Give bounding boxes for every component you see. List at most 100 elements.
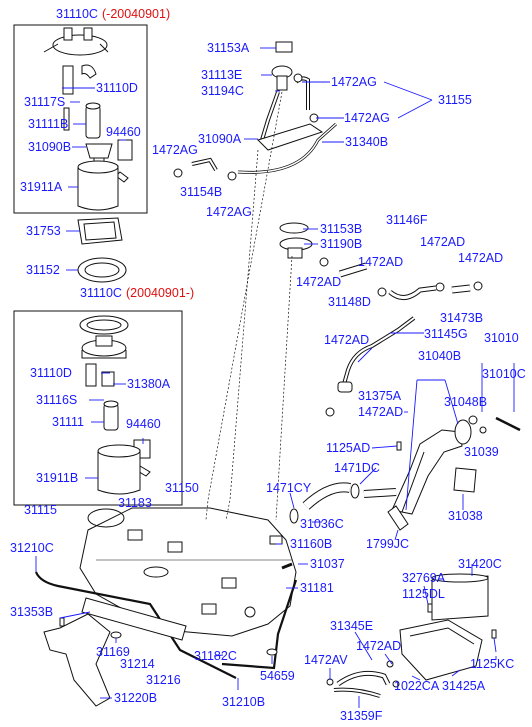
rollover-valve-icon [271,65,293,91]
part-label-31153a[interactable]: 31153A [207,41,250,55]
part-label-94460-1[interactable]: 94460 [106,125,141,139]
part-label-31911a[interactable]: 31911A [20,180,63,194]
part-label-1125kc[interactable]: 1125KC [470,657,514,671]
part-label-31038[interactable]: 31038 [448,509,483,523]
part-label-1472ad-2[interactable]: 1472AD [420,235,465,249]
part-label-31375a[interactable]: 31375A [358,389,402,403]
part-label-31380a[interactable]: 31380A [127,377,171,391]
part-label-31359f[interactable]: 31359F [340,709,383,723]
part-label-1472ag-4[interactable]: 1472AG [206,205,252,219]
part-label-31220b[interactable]: 31220B [114,691,157,705]
pressure-regulator-icon [85,363,115,387]
lock-ring-icon [77,257,127,283]
part-label-31340b[interactable]: 31340B [345,135,388,149]
fuel-tank-icon [79,507,297,637]
part-label-31110c-pre-a[interactable]: 31110C [56,7,98,21]
part-label-31145g[interactable]: 31145G [424,327,468,341]
hose-clamp-small-3-icon [326,660,400,688]
part-label-31210c[interactable]: 31210C [10,541,54,555]
part-label-1472ad-4[interactable]: 1472AD [358,255,403,269]
part-label-31113e[interactable]: 31113E [201,68,242,82]
part-label-31110c-pre-b[interactable]: (-20040901) [102,7,170,21]
part-label-31110c-post-a[interactable]: 31110C [80,286,122,300]
part-label-1125ad[interactable]: 1125AD [326,441,370,455]
part-label-31353b[interactable]: 31353B [10,605,53,619]
part-label-31154b[interactable]: 31154B [180,185,222,199]
part-label-31037[interactable]: 31037 [310,557,345,571]
part-label-31345e[interactable]: 31345E [330,619,373,633]
breather-tube-icon [495,416,521,432]
part-label-31155[interactable]: 31155 [438,93,472,107]
straight-hose-icon [451,284,471,294]
canister-bracket-icon [257,123,324,151]
part-label-1022ca[interactable]: 1022CA [394,679,440,693]
part-label-31753[interactable]: 31753 [26,224,61,238]
part-label-31146f[interactable]: 31146F [386,213,428,227]
part-label-31110c-post-b[interactable]: (20040901-) [126,286,194,300]
part-label-1472ad-5[interactable]: 1472AD [324,333,369,347]
vapor-tube-long-icon [342,316,416,385]
part-label-31153b[interactable]: 31153B [320,222,362,236]
part-label-31115[interactable]: 31115 [24,503,57,517]
part-label-31048b[interactable]: 31048B [444,395,487,409]
part-label-31090a[interactable]: 31090A [198,132,242,146]
part-label-31040b[interactable]: 31040B [418,349,461,363]
part-label-31425a[interactable]: 31425A [442,679,486,693]
part-label-31214[interactable]: 31214 [120,657,155,671]
fuel-pump-bracket-icon [62,64,97,131]
part-label-31036c[interactable]: 31036C [300,517,344,531]
part-label-1472av[interactable]: 1472AV [304,653,348,667]
pump-module-frame-early [13,24,148,214]
part-label-31039[interactable]: 31039 [464,445,499,459]
part-number-labels: 31110C (-20040901) 31110D 31117S 31111B 94460… [10,7,526,723]
part-label-31182c[interactable]: 31182C [194,649,237,663]
part-label-31111b[interactable]: 31111B [28,117,68,131]
part-label-31194c[interactable]: 31194C [201,84,244,98]
part-label-1471cy[interactable]: 1471CY [266,481,312,495]
part-label-31169[interactable]: 31169 [96,645,130,659]
fuel-pump-motor-icon [85,102,101,139]
part-label-31110d-1[interactable]: 31110D [96,81,138,95]
part-label-31150[interactable]: 31150 [165,481,199,495]
part-label-31473b[interactable]: 31473B [440,311,483,325]
filler-hose-icon [302,482,397,510]
part-label-1471dc[interactable]: 1471DC [334,461,380,475]
part-label-1472ad-6[interactable]: 1472AD [358,405,403,419]
routing-dotted-lines [205,91,293,521]
part-label-31181[interactable]: 31181 [300,581,334,595]
part-label-31152[interactable]: 31152 [26,263,60,277]
part-label-1472ag-2[interactable]: 1472AG [344,111,390,125]
part-label-31117s[interactable]: 31117S [24,95,65,109]
filler-neck-icon [391,429,463,515]
part-label-31216[interactable]: 31216 [146,673,181,687]
part-label-31911b[interactable]: 31911B [36,471,78,485]
part-label-31090b[interactable]: 31090B [28,140,71,154]
part-label-94460-2[interactable]: 94460 [126,417,161,431]
heat-protector-icon [81,597,187,641]
part-label-1125dl[interactable]: 1125DL [402,587,445,601]
vent-tube-icon [260,91,280,141]
part-label-31210b[interactable]: 31210B [222,695,265,709]
part-label-1472ad-3[interactable]: 1472AD [458,251,503,265]
pump-cover-flange-icon [43,27,109,56]
part-label-32769a[interactable]: 32769A [402,571,446,585]
part-label-31148d[interactable]: 31148D [328,295,371,309]
part-label-31010[interactable]: 31010 [484,331,519,345]
part-label-31010c[interactable]: 31010C [482,367,526,381]
part-label-1472ag-1[interactable]: 1472AG [331,75,377,89]
part-label-1472ag-3[interactable]: 1472AG [152,143,198,157]
part-label-54659[interactable]: 54659 [260,669,295,683]
part-label-1472ad-1[interactable]: 1472AD [296,275,341,289]
part-label-31110d-2[interactable]: 31110D [30,366,72,380]
part-label-31160b[interactable]: 31160B [290,537,332,551]
part-label-31420c[interactable]: 31420C [458,557,502,571]
part-label-1472ad-7[interactable]: 1472AD [356,639,401,653]
vent-hose-s-icon [388,285,437,300]
connector-tube-icon [338,262,368,278]
part-label-1799jc[interactable]: 1799JC [366,537,409,551]
part-label-31183[interactable]: 31183 [118,496,152,510]
part-label-31111[interactable]: 31111 [52,415,84,429]
part-label-31116s[interactable]: 31116S [36,393,77,407]
part-label-31190b[interactable]: 31190B [320,237,362,251]
